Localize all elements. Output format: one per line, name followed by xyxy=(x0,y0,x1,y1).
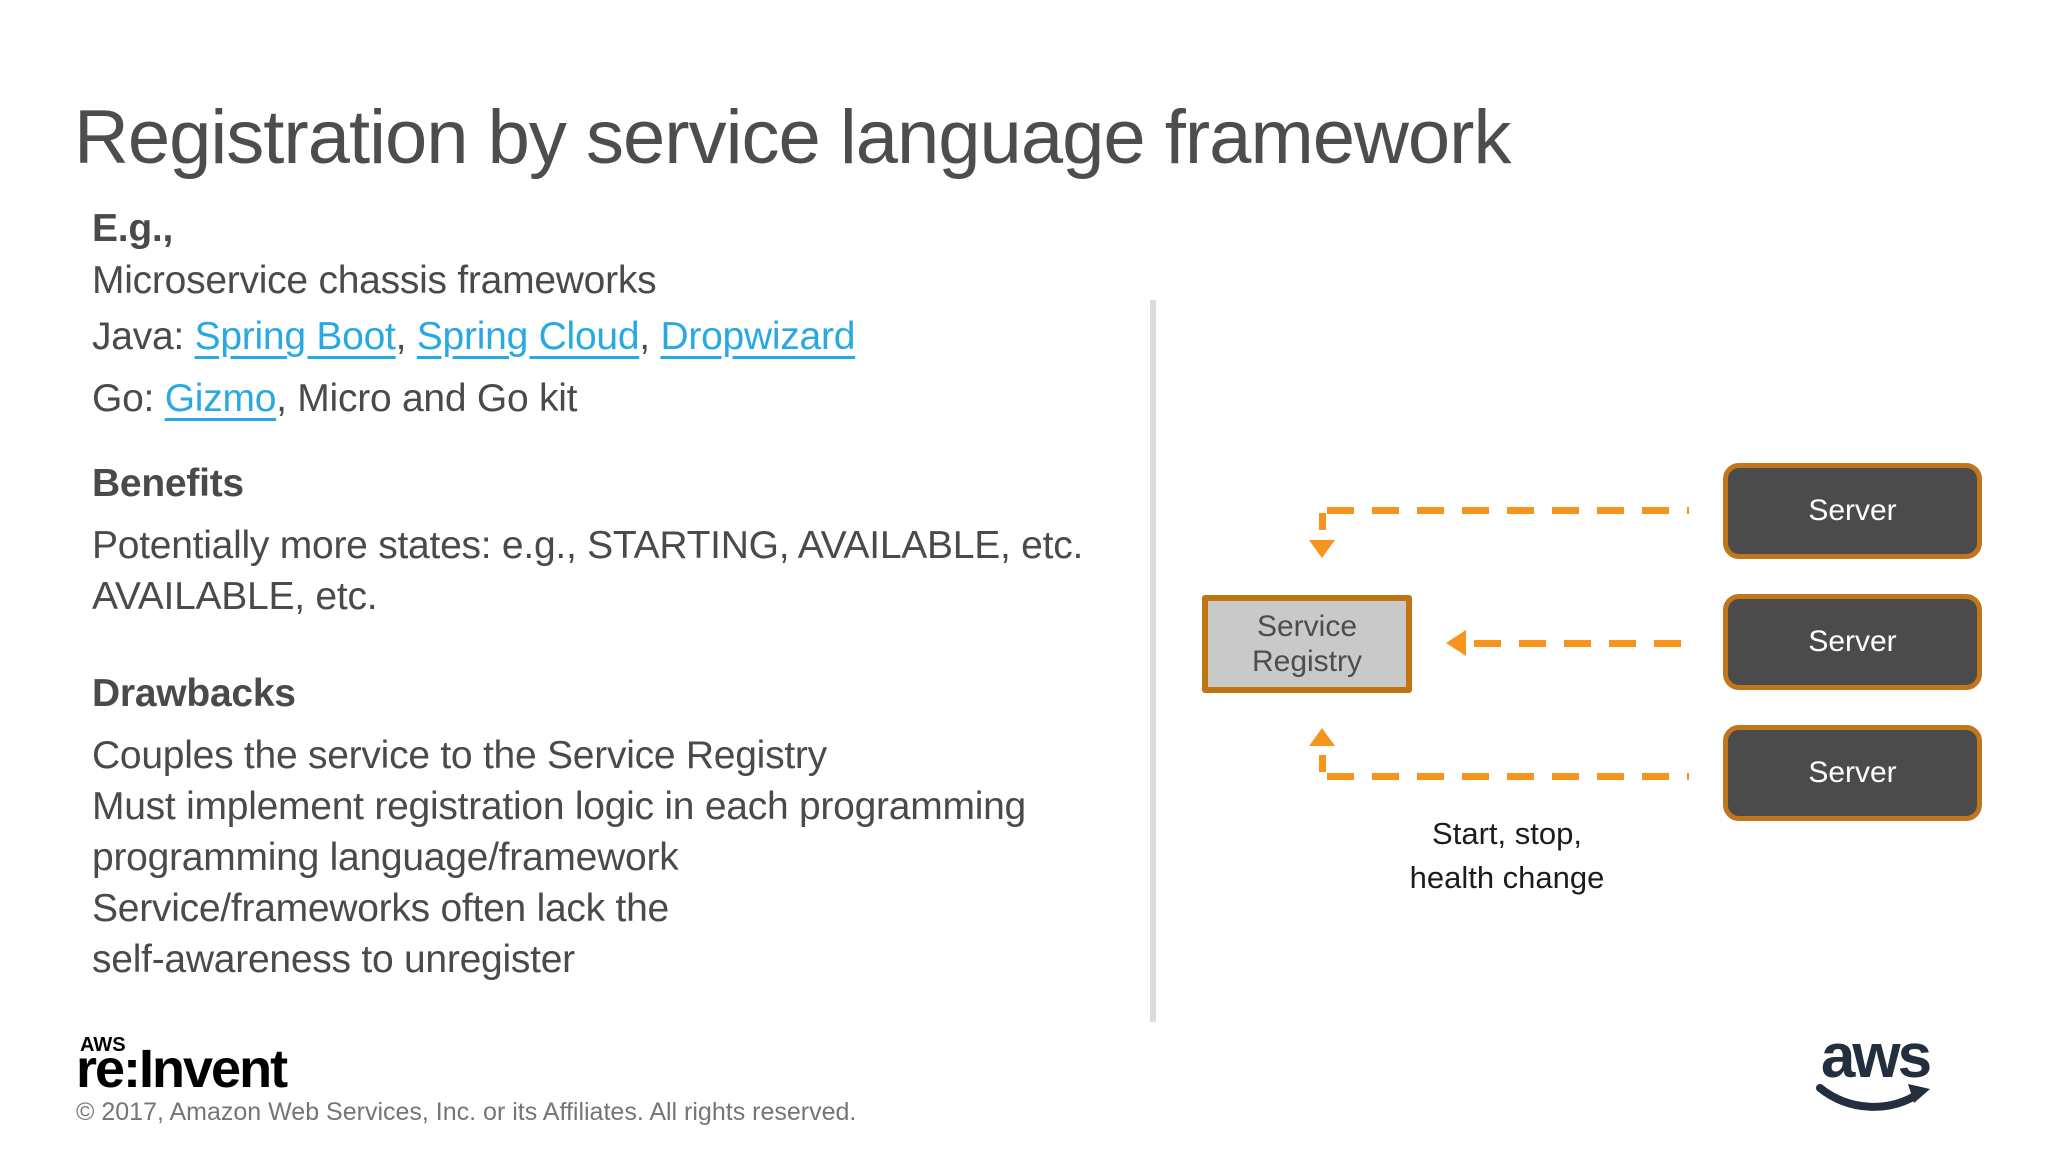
drawbacks-section: Drawbacks Couples the service to the Ser… xyxy=(92,668,1026,985)
service-registry-label-line1: Service xyxy=(1256,610,1358,643)
benefits-heading: Benefits xyxy=(92,462,244,505)
drawbacks-line: programming language/framework xyxy=(92,836,679,879)
eg-line: Microservice chassis frameworks xyxy=(92,259,657,302)
aws-logo-text: aws xyxy=(1820,1022,1932,1091)
go-line: Go: Gizmo, Micro and Go kit xyxy=(92,368,855,430)
java-prefix: Java: xyxy=(92,315,195,358)
drawbacks-line: Must implement registration logic in eac… xyxy=(92,785,1026,828)
aws-smile-icon xyxy=(1816,1084,1930,1111)
copyright-text: © 2017, Amazon Web Services, Inc. or its… xyxy=(76,1098,857,1126)
service-registry-label-line2: Registry xyxy=(1251,645,1363,678)
java-separator-1: , xyxy=(395,315,417,358)
arrow-middle-dashed-line xyxy=(1474,640,1690,647)
language-frameworks: Java: Spring Boot, Spring Cloud, Dropwiz… xyxy=(92,306,855,430)
benefits-line: AVAILABLE, etc. xyxy=(92,575,378,618)
java-line: Java: Spring Boot, Spring Cloud, Dropwiz… xyxy=(92,306,855,368)
reinvent-logo: re:Invent xyxy=(76,1039,288,1099)
link-gizmo[interactable]: Gizmo xyxy=(164,377,277,420)
event-label-line1: Start, stop, xyxy=(1432,816,1582,851)
page-title: Registration by service language framewo… xyxy=(74,95,1511,180)
arrow-top-dashed-line xyxy=(1327,507,1689,514)
link-spring-boot[interactable]: Spring Boot xyxy=(194,315,396,358)
arrow-down-head-icon xyxy=(1309,540,1335,558)
benefits-section: Benefits Potentially more states: e.g., … xyxy=(92,458,1083,622)
server-label: Server xyxy=(1808,625,1897,658)
drawbacks-heading: Drawbacks xyxy=(92,672,296,715)
link-dropwizard[interactable]: Dropwizard xyxy=(660,315,856,358)
arrow-bottom-dashed-line xyxy=(1327,773,1689,780)
server-box-3: Server xyxy=(1723,725,1982,821)
server-label: Server xyxy=(1808,494,1897,527)
server-box-2: Server xyxy=(1723,594,1982,690)
reinvent-logo-aws-text: AWS xyxy=(80,1034,126,1056)
arrow-top-vertical-dash xyxy=(1319,513,1326,530)
eg-heading: E.g., xyxy=(92,207,174,250)
arrow-left-head-icon xyxy=(1446,630,1466,656)
event-label: Start, stop, health change xyxy=(1392,812,1622,900)
drawbacks-line: Couples the service to the Service Regis… xyxy=(92,734,827,777)
drawbacks-line: self-awareness to unregister xyxy=(92,938,575,981)
arrow-bottom-vertical-dash xyxy=(1319,755,1326,772)
server-box-1: Server xyxy=(1723,463,1982,559)
arrow-up-head-icon xyxy=(1309,728,1335,746)
go-prefix: Go: xyxy=(92,377,165,420)
eg-section: E.g., Microservice chassis frameworks xyxy=(92,203,657,306)
java-separator-2: , xyxy=(639,315,661,358)
aws-logo: aws xyxy=(1815,1026,1935,1118)
benefits-line: Potentially more states: e.g., STARTING,… xyxy=(92,524,1084,567)
service-registry-box: Service Registry xyxy=(1202,595,1412,693)
drawbacks-line: Service/frameworks often lack the xyxy=(92,887,669,930)
go-suffix: , Micro and Go kit xyxy=(276,377,578,420)
server-label: Server xyxy=(1808,756,1897,789)
vertical-divider xyxy=(1150,300,1156,1022)
event-label-line2: health change xyxy=(1409,860,1605,895)
link-spring-cloud[interactable]: Spring Cloud xyxy=(416,315,640,358)
